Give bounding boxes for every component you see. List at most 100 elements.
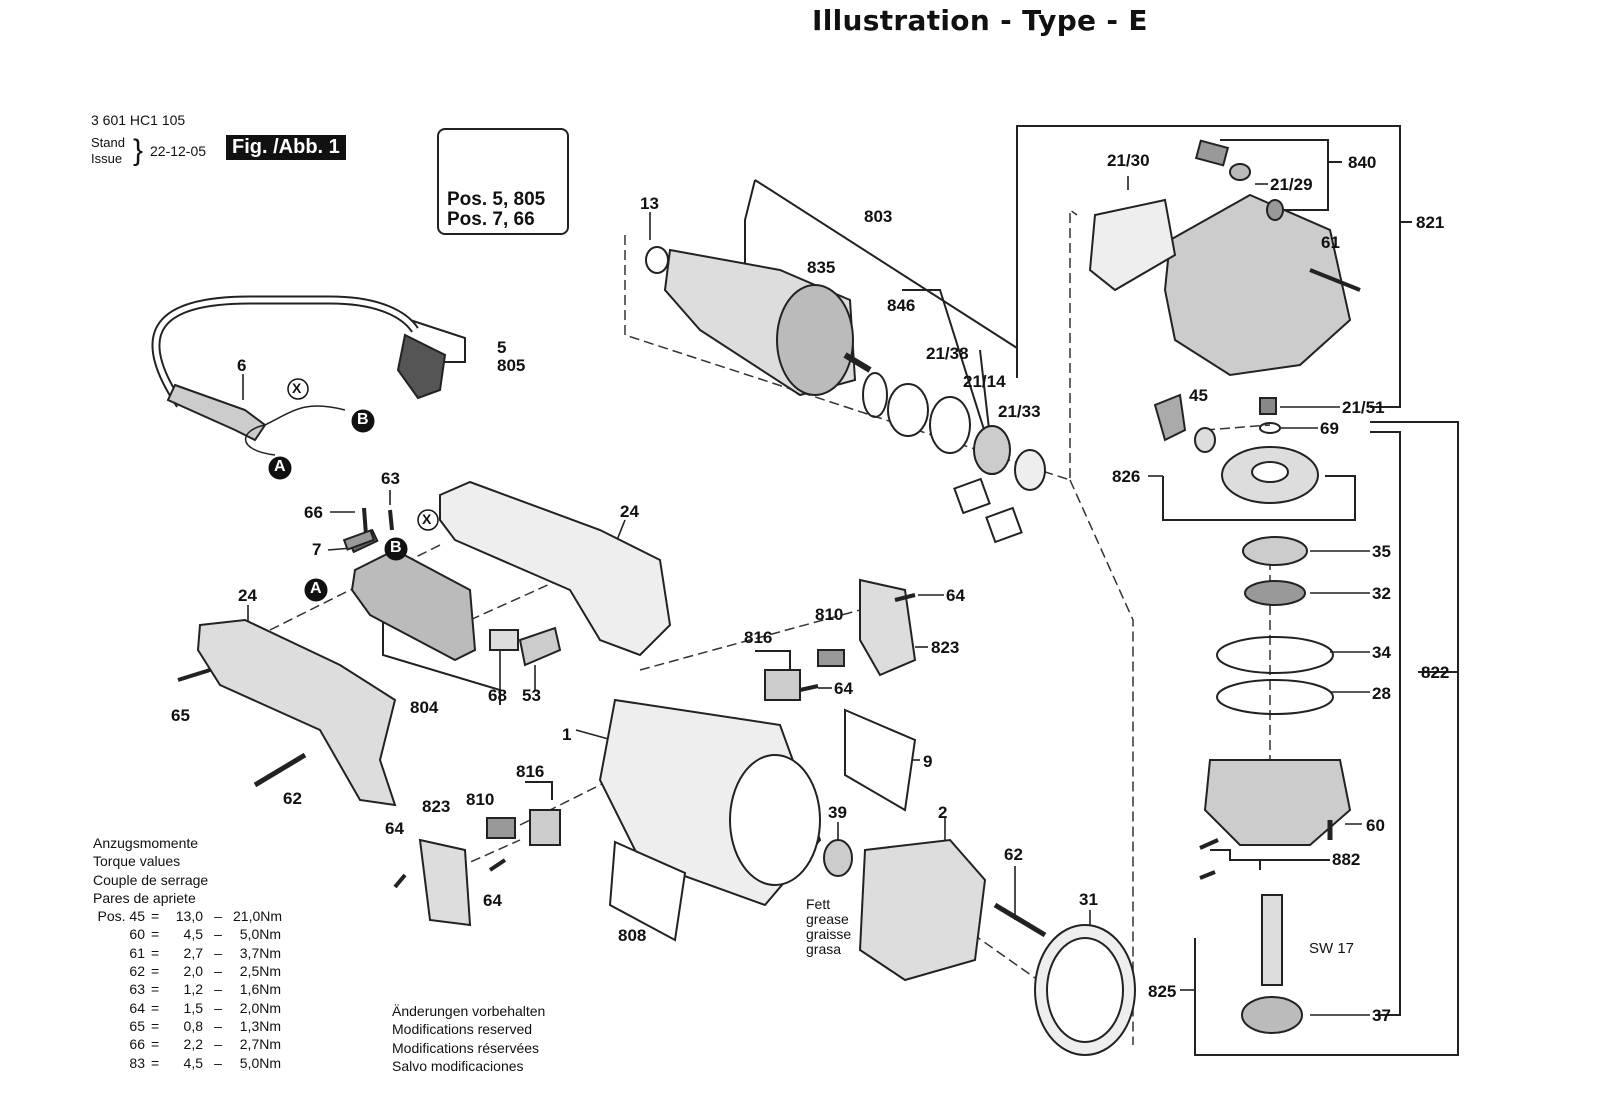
torque-eq: = <box>151 1017 160 1034</box>
marker-A1-label: A <box>274 458 286 475</box>
cap-840 <box>1194 139 1230 167</box>
armature-shaft <box>843 352 872 373</box>
torque-pos: 65 <box>129 1017 145 1034</box>
brush-holder-816a <box>764 669 801 701</box>
ring-21-38 <box>929 396 971 454</box>
modifications-es: Salvo modificaciones <box>392 1057 524 1074</box>
marker-A2 <box>304 578 328 602</box>
bracket-816b <box>525 781 553 800</box>
marker-B1 <box>351 409 375 433</box>
screw-65 <box>177 668 211 682</box>
callout-816-a: 816 <box>744 628 773 647</box>
marker-X1-label: X <box>292 380 302 396</box>
stand-label: Stand <box>91 135 125 150</box>
marker-B2 <box>384 537 408 561</box>
callout-822: 822 <box>1421 663 1450 682</box>
callout-61: 61 <box>1321 233 1340 252</box>
modifications-note: Änderungen vorbehalten Modifications res… <box>392 1002 545 1075</box>
bushing-21-51 <box>1259 397 1277 415</box>
insulation-808 <box>608 840 687 942</box>
ring-846 <box>887 383 929 437</box>
leader-1 <box>575 729 613 741</box>
callout-21-14: 21/14 <box>963 372 1006 391</box>
callout-21-51: 21/51 <box>1342 398 1385 417</box>
callout-835: 835 <box>807 258 836 277</box>
callout-823-a: 823 <box>931 638 960 657</box>
torque-row: 61=2,7–3,7Nm <box>93 944 281 962</box>
clip-34 <box>1216 636 1334 674</box>
torque-max: 2,0Nm <box>239 999 281 1016</box>
assembly-line-1 <box>624 208 1078 482</box>
bearing-flange <box>1203 759 1352 846</box>
screw-64a <box>894 593 916 602</box>
screw-64c <box>393 873 407 889</box>
issue-date: 22-12-05 <box>150 143 207 159</box>
torque-eq: = <box>151 926 160 943</box>
modifications-en: Modifications reserved <box>392 1021 533 1038</box>
seal-32 <box>1244 580 1306 606</box>
ring-28 <box>1216 679 1334 715</box>
motor-housing-opening <box>729 754 821 886</box>
torque-pos: Pos. 45 <box>97 908 145 925</box>
callout-840: 840 <box>1348 153 1377 172</box>
warning-line-2: Pos. 7, 66 <box>447 209 535 230</box>
bearing-35 <box>1242 536 1308 566</box>
callout-6: 6 <box>237 356 247 375</box>
field-2 <box>858 838 987 982</box>
callout-2: 2 <box>938 803 948 822</box>
callout-34: 34 <box>1372 643 1391 662</box>
bracket-846 <box>902 289 993 456</box>
callout-35: 35 <box>1372 542 1391 561</box>
torque-dash: – <box>214 981 222 998</box>
torque-row: 60=4,5–5,0Nm <box>93 925 281 943</box>
warning-box: Pos. 5, 805 Pos. 7, 66 <box>437 128 569 235</box>
fan-baffle-21-30 <box>1088 198 1177 292</box>
torque-pos: 66 <box>129 1036 145 1053</box>
marker-A2-label: A <box>310 580 322 597</box>
torque-min: 1,2 <box>183 981 203 998</box>
lock-pin <box>1266 199 1284 221</box>
callout-804: 804 <box>410 698 439 717</box>
callout-823-b: 823 <box>422 797 451 816</box>
callout-45: 45 <box>1189 386 1208 405</box>
cable-wire-A <box>244 424 276 456</box>
cover-823b <box>418 838 472 927</box>
torque-max: 3,7Nm <box>239 944 281 961</box>
spindle-825 <box>1261 894 1283 986</box>
callout-21-30: 21/30 <box>1107 151 1150 170</box>
callout-64-c: 64 <box>385 819 404 838</box>
brush-810a <box>817 649 845 667</box>
callout-64-b: 64 <box>834 679 853 698</box>
modifications-fr: Modifications réservées <box>392 1039 540 1056</box>
callout-69: 69 <box>1320 419 1339 438</box>
cable-sleeve <box>166 383 267 442</box>
torque-table: Anzugsmomente Torque values Couple de se… <box>93 834 282 1072</box>
callout-64-a: 64 <box>946 586 965 605</box>
torque-heading-es: Pares de apriete <box>93 889 196 906</box>
torque-row: 63=1,2–1,6Nm <box>93 980 281 998</box>
assembly-line-2 <box>1069 479 1134 1045</box>
cover-53 <box>518 626 562 667</box>
callout-24-left: 24 <box>238 586 257 605</box>
cover-823a <box>859 578 917 677</box>
torque-row: 83=4,5–5,0Nm <box>93 1054 281 1072</box>
bearing-21-14 <box>973 425 1011 475</box>
callout-825: 825 <box>1148 982 1177 1001</box>
assembly-line-10 <box>1204 424 1271 431</box>
grease-en: grease <box>806 911 849 927</box>
torque-dash: – <box>214 999 222 1016</box>
torque-min: 13,0 <box>175 908 203 925</box>
marker-X2 <box>417 509 439 531</box>
torque-dash: – <box>214 1017 222 1034</box>
callout-64-d: 64 <box>483 891 502 910</box>
brush-holder-a <box>953 477 991 515</box>
torque-row: 65=0,8–1,3Nm <box>93 1017 281 1035</box>
switch-module <box>350 548 477 662</box>
torque-pos: 62 <box>129 963 145 980</box>
torque-max: 1,6Nm <box>239 981 281 998</box>
callout-826: 826 <box>1112 467 1141 486</box>
page-title-text: Illustration - Type - E <box>812 4 1148 37</box>
brush-holder-b <box>985 506 1023 544</box>
screw-62b <box>993 902 1047 938</box>
torque-row: 64=1,5–2,0Nm <box>93 999 281 1017</box>
